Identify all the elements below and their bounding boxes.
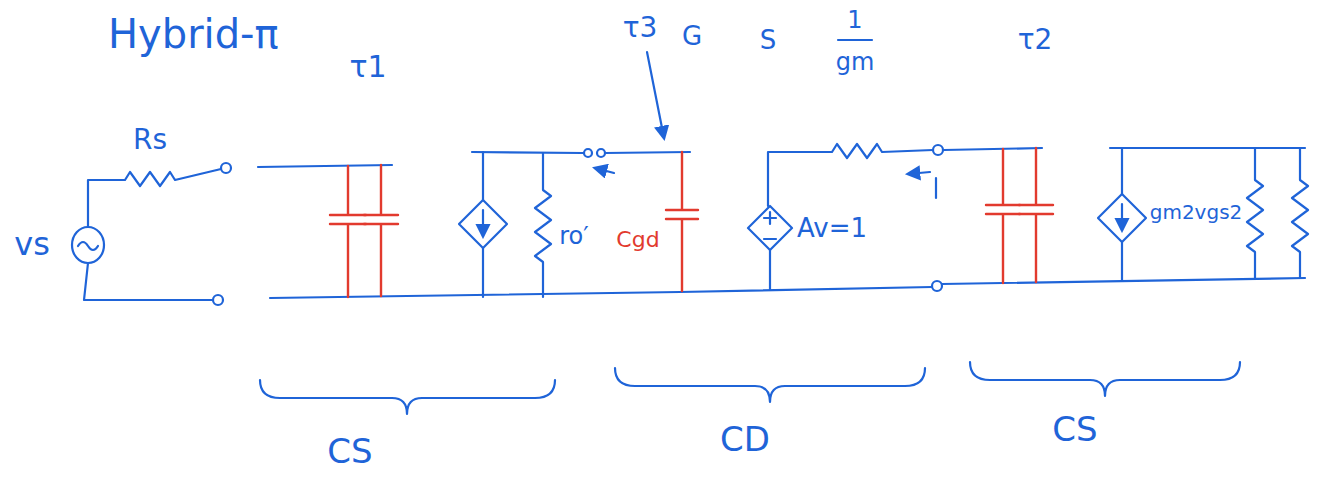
wire: [944, 148, 1042, 150]
direction-arrow: [595, 168, 614, 173]
terminal: [932, 281, 942, 291]
wire: [769, 250, 771, 290]
pointer-arrow: [647, 52, 664, 138]
stage-name: CD: [720, 421, 770, 458]
diagram-title: Hybrid-π: [108, 12, 279, 56]
capacitor-symbol: [666, 152, 698, 291]
capacitor-symbol: [986, 149, 1020, 283]
capacitor-symbol: [1019, 148, 1053, 282]
fraction-denominator: gm: [836, 49, 875, 75]
wire: [942, 278, 1305, 284]
terminal-name: G: [682, 22, 702, 51]
capacitor-symbol: [330, 166, 366, 297]
brace: [970, 362, 1240, 396]
wire: [1121, 148, 1123, 281]
current-arrow: [482, 210, 484, 236]
gain-label: Av=1: [797, 214, 867, 243]
voltage-source: [748, 206, 792, 250]
terminal: [584, 149, 592, 157]
current-source: [1098, 194, 1146, 242]
terminal: [213, 295, 223, 305]
source-name: gm2vgs2: [1150, 201, 1243, 223]
wire: [84, 263, 213, 300]
wire: [258, 165, 392, 167]
time-constant: τ2: [1018, 25, 1053, 56]
resistor-symbol: [535, 153, 551, 297]
terminal: [221, 163, 231, 173]
terminal: [933, 145, 943, 155]
source-symbol: [78, 242, 98, 250]
current-source: [459, 200, 507, 248]
resistor-symbol: [768, 144, 933, 206]
source-name: vs: [14, 227, 50, 262]
wire: [605, 152, 690, 153]
brace: [615, 368, 925, 402]
wire: [270, 287, 932, 298]
component-name: Cgd: [616, 228, 659, 252]
stage-name: CS: [1052, 411, 1097, 448]
tick-mark: [935, 178, 937, 198]
direction-arrow: [908, 172, 930, 174]
stage-name: CS: [327, 433, 372, 470]
current-arrow: [1121, 204, 1123, 230]
component-name: Rs: [133, 125, 167, 156]
terminal-name: S: [760, 26, 777, 55]
resistor-symbol: [88, 169, 221, 227]
resistor-symbol: [1247, 148, 1263, 279]
resistor-symbol: [1292, 148, 1308, 278]
brace: [260, 380, 555, 414]
capacitor-symbol: [364, 165, 398, 296]
fraction-numerator: 1: [847, 7, 862, 33]
component-name: ro′: [559, 223, 588, 249]
voltage-source: [72, 227, 104, 263]
terminal: [597, 149, 605, 157]
time-constant: τ1: [349, 50, 386, 83]
wire: [472, 152, 583, 153]
fraction-bar: [838, 39, 872, 41]
wire: [1110, 147, 1305, 149]
polarity-sign: [764, 212, 776, 239]
time-constant: τ3: [623, 13, 658, 44]
wire: [482, 152, 484, 297]
